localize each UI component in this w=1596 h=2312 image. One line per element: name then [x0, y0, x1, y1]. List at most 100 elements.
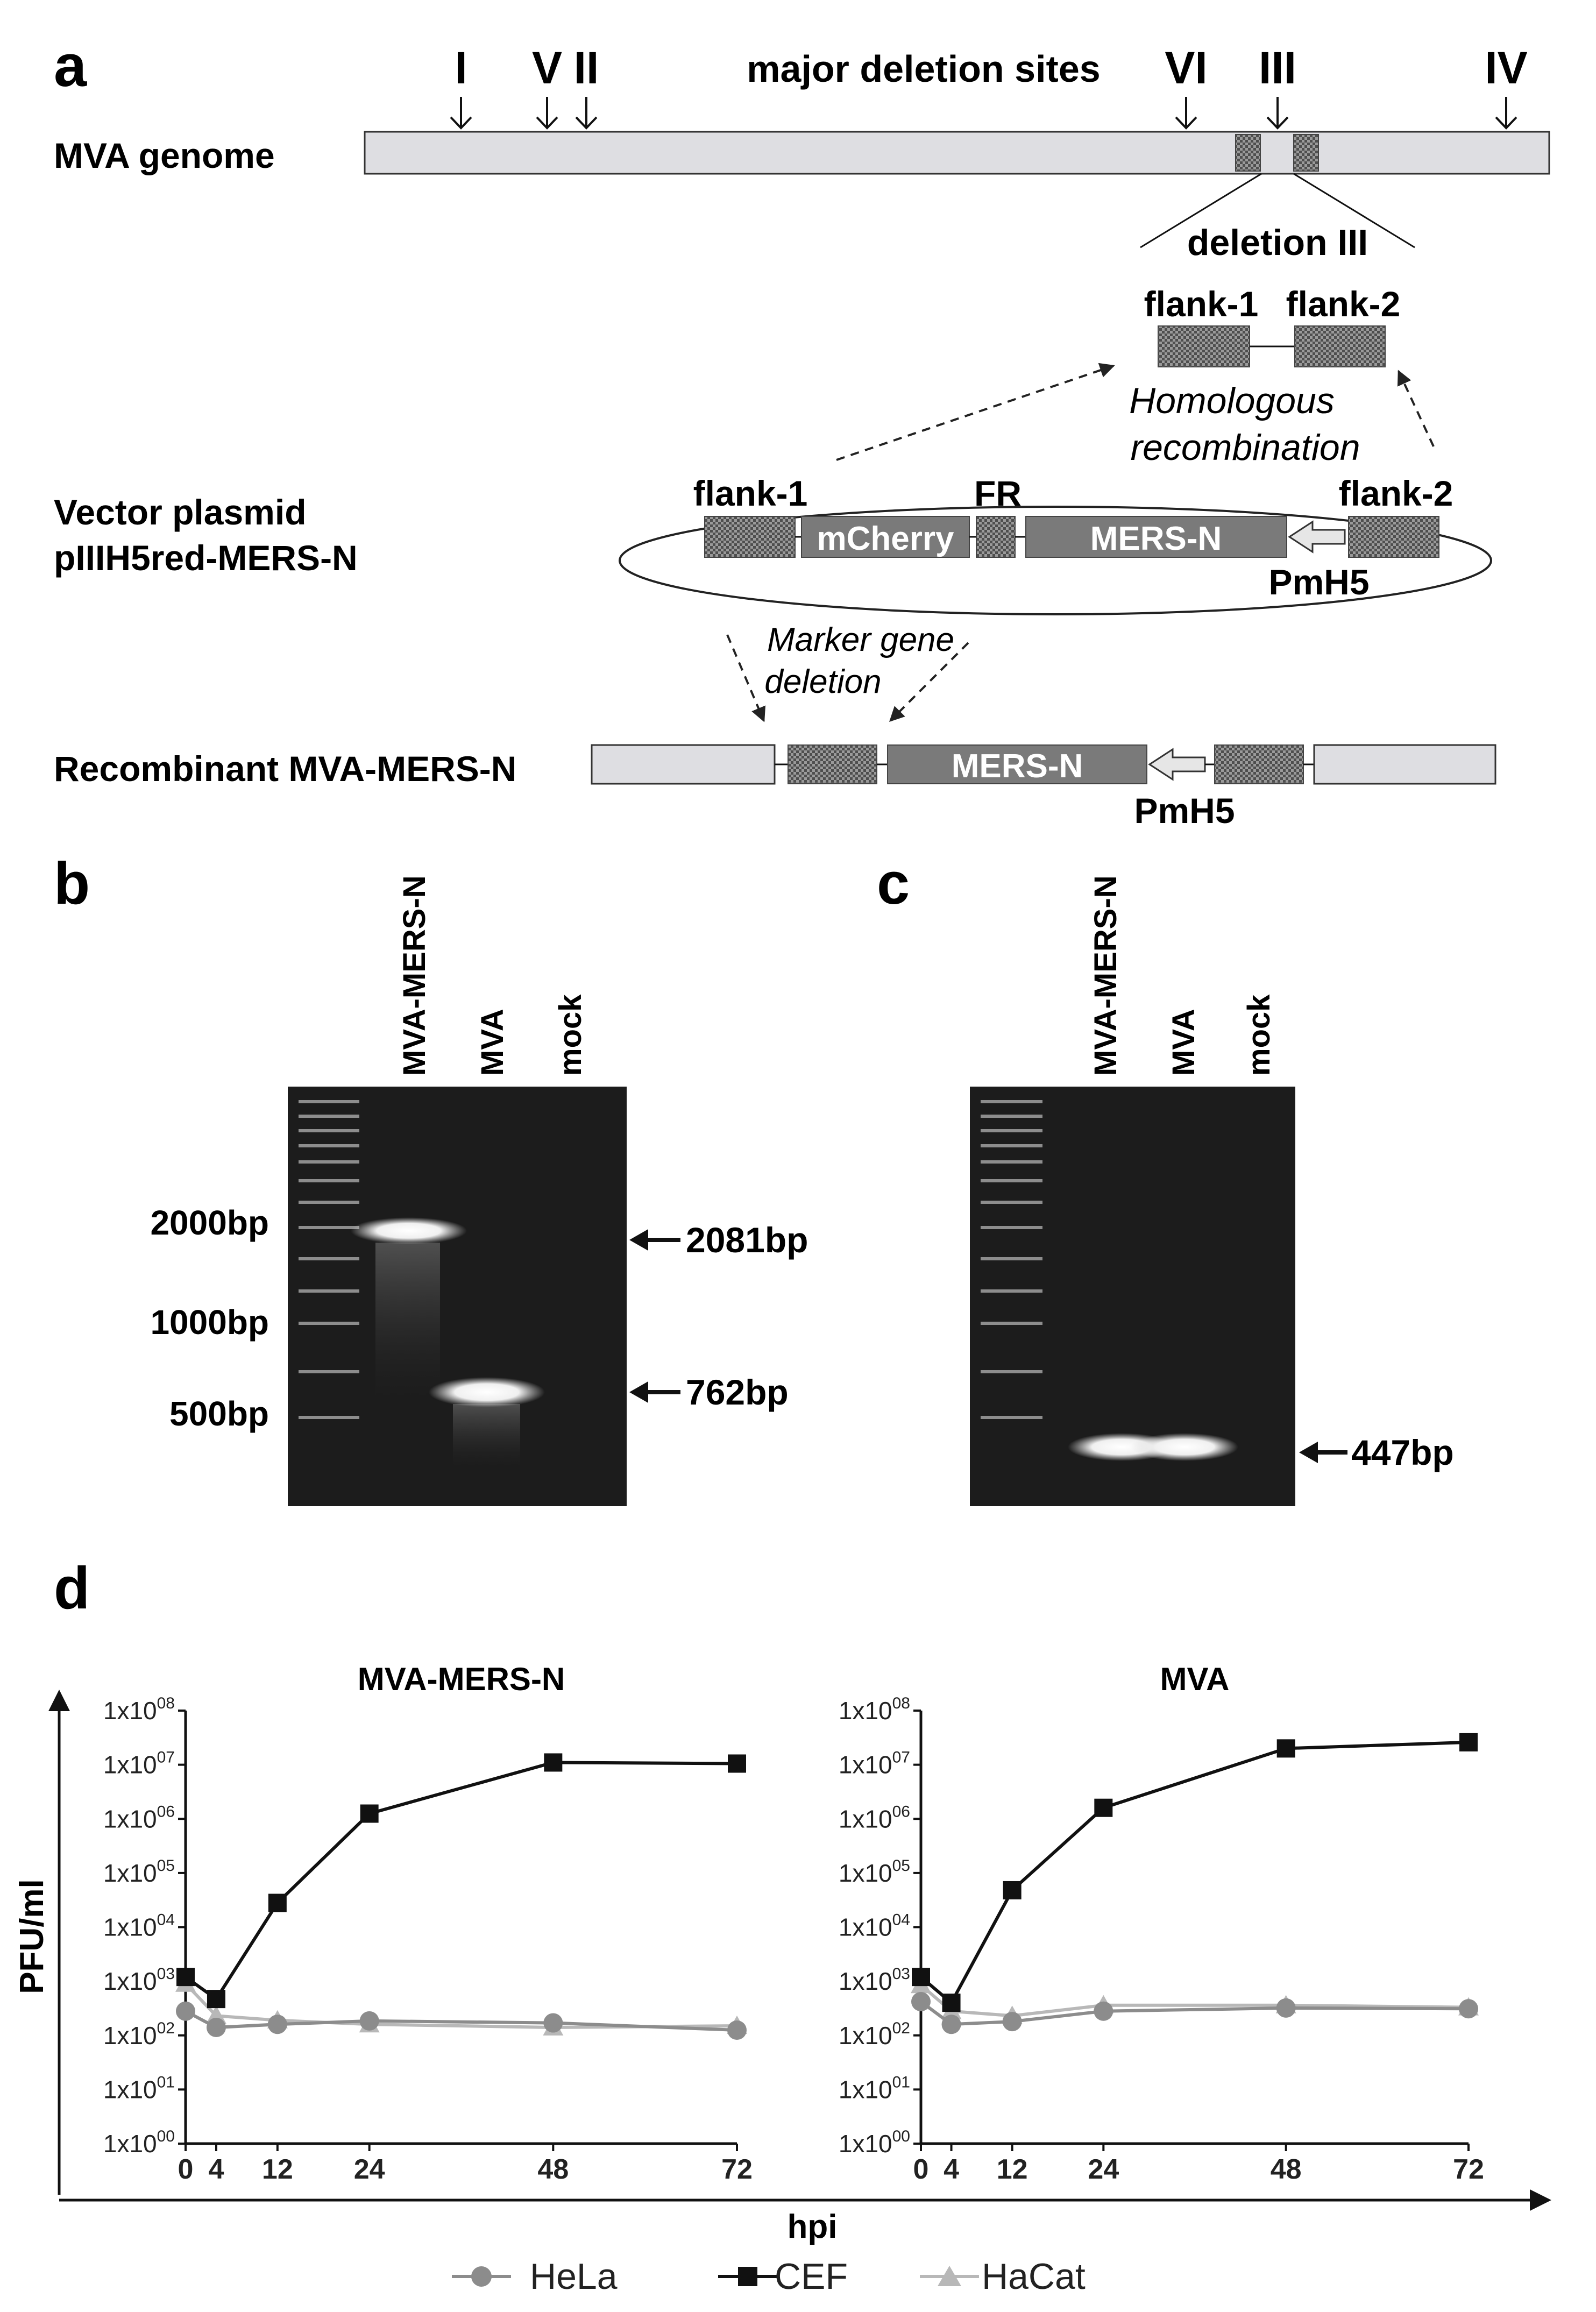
legend-item-hela: HeLa	[452, 2256, 618, 2297]
y-tick-label-mva-mers-n-8: 1x1008	[103, 1694, 175, 1725]
gel-b-lane-1: MVA-MERS-N	[397, 875, 432, 1076]
gel-b-ladder	[299, 1100, 359, 1419]
homologous-line-1: Homologous	[1129, 380, 1335, 421]
point-mva-mers-n-hela-4	[206, 2018, 226, 2038]
point-mva-cef-12	[1003, 1881, 1022, 1899]
point-mva-hela-48	[1276, 1998, 1296, 2018]
point-mva-mers-n-cef-72	[728, 1754, 746, 1773]
gel-b-smear	[375, 1243, 440, 1404]
recombinant-mers-n-block	[887, 744, 1147, 784]
plasmid-label-line-2: pIIIH5red-MERS-N	[54, 538, 358, 578]
gel-c-lane-1: MVA-MERS-N	[1088, 875, 1123, 1076]
panel-d: d PFU/ml hpi MVA-MERS-N1x10001x10011x100…	[13, 1555, 1551, 2297]
y-tick-label-mva-mers-n-5: 1x1005	[103, 1857, 175, 1887]
x-tick-label-mva-mers-n-48: 48	[537, 2154, 569, 2185]
gel-b-band-2081	[351, 1217, 467, 1244]
panel-c: c MVA-MERS-N MVA mock 447bp	[877, 850, 1454, 1506]
y-tick-label-mva-7: 1x1007	[839, 1749, 910, 1779]
genome-label: MVA genome	[54, 136, 275, 175]
x-axis-label: hpi	[788, 2208, 838, 2245]
plasmid-fr-label: FR	[974, 473, 1022, 513]
plasmid-ring	[619, 506, 1492, 615]
gel-b-band-762	[429, 1377, 545, 1407]
point-mva-hela-24	[1094, 2001, 1113, 2021]
series-line-mva-cef	[920, 1740, 1469, 2005]
point-mva-mers-n-hela-48	[543, 2013, 563, 2033]
plasmid-flank-1	[704, 516, 796, 558]
x-tick-label-mva-0: 0	[913, 2154, 929, 2185]
plasmid-pmh5-label: PmH5	[1268, 562, 1369, 602]
y-tick-label-mva-5: 1x1005	[839, 1857, 910, 1887]
y-tick-label-mva-2: 1x1002	[839, 2019, 910, 2049]
point-mva-mers-n-cef-12	[268, 1893, 287, 1912]
chart-mva-mers-n: MVA-MERS-N1x10001x10011x10021x10031x1004…	[103, 1661, 753, 2185]
panel-d-label: d	[54, 1555, 90, 1621]
y-tick-label-mva-mers-n-4: 1x1004	[103, 1911, 175, 1941]
point-mva-hela-72	[1459, 1999, 1478, 2019]
chart-mva: MVA 1x1000 1x1001 1x1002 1x1003 1x1004 1x1005 1…	[839, 1661, 1484, 2185]
y-tick-label-mva-4: 1x1004	[839, 1911, 910, 1941]
gel-c-lane-2: MVA	[1166, 1009, 1201, 1076]
deletion-site-I: I	[455, 42, 467, 93]
x-tick-label-mva-mers-n-72: 72	[721, 2154, 753, 2185]
plasmid-pmh5-arrow	[1288, 520, 1346, 554]
panel-b: b MVA-MERS-N MVA mock 2000bp	[54, 850, 808, 1506]
point-mva-cef-4	[942, 1994, 961, 2012]
x-tick-label-mva-48: 48	[1271, 2154, 1302, 2185]
gel-c-band-mva	[1131, 1433, 1238, 1461]
y-tick-label-mva-mers-n-6: 1x1006	[103, 1803, 175, 1833]
y-tick-label-mva-1: 1x1001	[839, 2073, 910, 2103]
recombinant-mers-n-label: MERS-N	[952, 748, 1083, 785]
marker-deletion-line-2: deletion	[764, 663, 881, 700]
flank-2-block	[1294, 325, 1386, 367]
recombinant-flank-1	[788, 744, 877, 784]
chart-title-mva: MVA	[1160, 1661, 1230, 1697]
legend-label-hela: HeLa	[530, 2256, 618, 2297]
legend-label-cef: CEF	[775, 2256, 848, 2297]
homologous-line-2: recombination	[1130, 427, 1360, 468]
y-tick-label-mva-mers-n-2: 1x1002	[103, 2019, 175, 2049]
point-mva-mers-n-hela-12	[267, 2015, 287, 2034]
point-mva-hela-0	[911, 1992, 931, 2012]
recombinant-right-arm	[1313, 744, 1496, 785]
y-tick-label-mva-3: 1x1003	[839, 1965, 910, 1995]
deletion-site-IV: IV	[1485, 42, 1527, 93]
point-mva-cef-48	[1276, 1739, 1295, 1758]
plasmid-label-line-1: Vector plasmid	[54, 492, 307, 532]
y-tick-label-mva-0: 1x1000	[839, 2127, 910, 2158]
deletion-site-III: III	[1259, 42, 1296, 93]
recombinant-pmh5-arrow	[1148, 748, 1206, 781]
gel-c-band-label-447: 447bp	[1351, 1432, 1454, 1472]
gel-c-ladder	[981, 1100, 1042, 1419]
point-mva-mers-n-cef-48	[544, 1753, 563, 1772]
flank-1-label: flank-1	[1144, 284, 1259, 324]
y-tick-label-mva-mers-n-7: 1x1007	[103, 1749, 175, 1779]
marker-deletion-arrow-left	[726, 634, 766, 722]
gel-b-marker-500: 500bp	[169, 1394, 269, 1433]
series-line-mva-mers-n-cef	[185, 1761, 737, 2002]
point-mva-mers-n-cef-4	[207, 1990, 225, 2009]
genome-flank-2	[1293, 134, 1319, 172]
gel-c-lane-3: mock	[1242, 994, 1276, 1076]
x-tick-label-mva-mers-n-24: 24	[354, 2154, 385, 2185]
panel-b-label: b	[54, 850, 90, 917]
plasmid-flank-2	[1348, 516, 1439, 558]
y-tick-label-mva-mers-n-3: 1x1003	[103, 1965, 175, 1995]
recombinant-pmh5-label: PmH5	[1134, 791, 1235, 831]
panel-a: a I V II VI III IV major deletion sites …	[54, 33, 1550, 831]
point-mva-mers-n-hela-24	[359, 2011, 379, 2031]
deletion-site-V: V	[532, 42, 562, 93]
y-tick-label-mva-mers-n-0: 1x1000	[103, 2127, 175, 2158]
point-mva-mers-n-hela-72	[727, 2020, 747, 2040]
marker-deletion-arrow-right	[889, 642, 969, 722]
point-mva-mers-n-hela-0	[176, 2001, 195, 2021]
legend-item-cef: CEF	[718, 2256, 848, 2297]
y-tick-label-mva-6: 1x1006	[839, 1803, 910, 1833]
x-tick-label-mva-24: 24	[1088, 2154, 1119, 2185]
deletion-site-arrows	[450, 97, 1517, 130]
mcherry-label: mCherry	[817, 520, 955, 557]
point-mva-cef-0	[912, 1968, 930, 1987]
mcherry-block	[801, 516, 970, 558]
x-tick-label-mva-72: 72	[1453, 2154, 1484, 2185]
